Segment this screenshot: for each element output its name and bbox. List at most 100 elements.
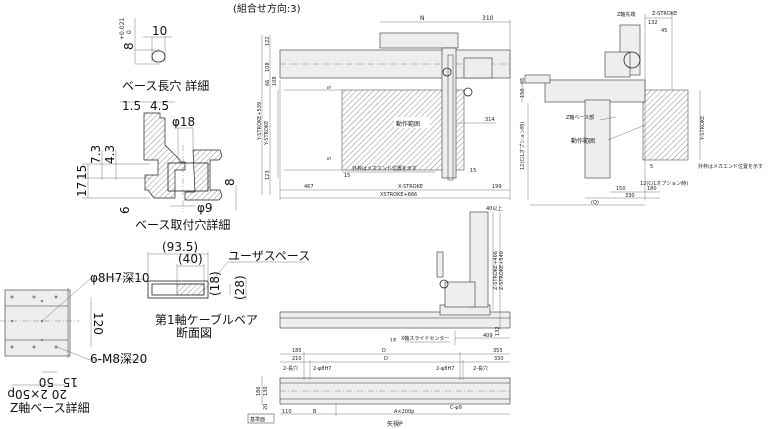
side-view: Z軸先端 Z-STROKE 132 45 65 150 12(C/Lオプション時… bbox=[520, 11, 763, 206]
z-stroke-540: Z-STROKE+540 bbox=[499, 251, 505, 290]
dim-15a: 15 bbox=[344, 173, 350, 179]
dim-66: 66 bbox=[265, 80, 271, 86]
dim-93-5: (93.5) bbox=[162, 240, 198, 254]
dim-5-side: 5 bbox=[650, 164, 653, 170]
dim-D1: D bbox=[382, 348, 386, 354]
dim-B: B bbox=[313, 409, 317, 415]
dim-4-5: 4.5 bbox=[150, 99, 169, 113]
dim-199: 199 bbox=[492, 184, 502, 190]
slide-center-label: X軸スライドセンター bbox=[401, 335, 449, 342]
dim-185: 185 bbox=[292, 348, 302, 354]
datum-label: 基準面 bbox=[250, 416, 265, 423]
user-space-area bbox=[176, 283, 205, 296]
tap-hole-label: 6-M8深20 bbox=[90, 352, 147, 366]
side-motion-range-area bbox=[642, 89, 689, 161]
dim-123: 123 bbox=[265, 170, 271, 180]
pin-hole-label: φ8H7深10 bbox=[90, 271, 149, 285]
dim-1-5: 1.5 bbox=[122, 99, 141, 113]
drawing-title: (組合せ方向:3) bbox=[233, 2, 301, 15]
side-motion-range-label: 動作範囲 bbox=[571, 137, 595, 145]
dim-330: 330 bbox=[494, 356, 504, 362]
z-stroke-466: Z-STROKE+466 bbox=[493, 251, 499, 290]
side-y-stroke: Y-STROKE bbox=[700, 116, 706, 141]
z-base-detail-title: Z軸ベース詳細 bbox=[10, 400, 90, 415]
dim-310: 310 bbox=[482, 15, 494, 22]
cl-option-horizontal: 12(C/Lオプション時) bbox=[640, 181, 688, 187]
top-view: N 310 122 108 66 108 123 Y-STROKE+539 Y-… bbox=[257, 15, 511, 200]
dim-40-min: 40以上 bbox=[486, 205, 502, 212]
dim-phi18: φ18 bbox=[172, 115, 195, 129]
dim-8-b: 8 bbox=[223, 178, 237, 186]
x-stroke: X-STROKE bbox=[398, 184, 423, 190]
slot-hole-shape bbox=[151, 50, 166, 63]
dim-8: 8 bbox=[122, 42, 136, 50]
dim-N: N bbox=[420, 15, 425, 22]
dim-4-3: 4.3 bbox=[103, 145, 117, 164]
cable-bear-subtitle: 断面図 bbox=[176, 325, 212, 340]
dim-120: 120 bbox=[91, 312, 105, 335]
slot-right-label: 2-長穴 bbox=[473, 365, 488, 372]
dim-355: 355 bbox=[493, 348, 503, 354]
dim-132-side: 132 bbox=[648, 20, 658, 26]
dim-150b: 150 bbox=[616, 186, 626, 192]
pin-left-label: 2-φ8H7 bbox=[313, 366, 331, 372]
dim-18: (18) bbox=[208, 271, 222, 296]
dim-122: 122 bbox=[265, 36, 271, 46]
dim-132-front: 132 bbox=[495, 326, 501, 336]
dim-110: 110 bbox=[282, 409, 292, 415]
dim-Q: (Q) bbox=[591, 200, 599, 206]
side-outer-frame-note: 外枠はメカエンド位置を示す bbox=[698, 163, 763, 170]
cable-bear-title: 第1軸ケーブルベア bbox=[155, 312, 258, 327]
dim-180: 180 bbox=[647, 186, 657, 192]
base-mount-detail-title: ベース取付穴詳細 bbox=[135, 217, 230, 232]
dim-108a: 108 bbox=[265, 62, 271, 72]
dim-5b: 5 bbox=[327, 157, 333, 160]
z-tip-label: Z軸先端 bbox=[617, 11, 635, 18]
dim-108b: 108 bbox=[272, 76, 278, 86]
dim-467: 467 bbox=[304, 184, 314, 190]
dim-28: (28) bbox=[233, 275, 247, 300]
y-stroke: Y-STROKE bbox=[264, 121, 270, 146]
dim-150: 150 bbox=[520, 88, 526, 98]
dim-17: 17 bbox=[75, 182, 89, 197]
dim-phi9: φ9 bbox=[197, 201, 213, 215]
outer-frame-note: 外枠はメカエンド位置を示す bbox=[352, 165, 417, 172]
dim-tolerance-lower: 0 bbox=[126, 30, 133, 34]
dim-20: 20 bbox=[263, 404, 269, 410]
dim-tolerance-upper: +0.021 bbox=[119, 18, 126, 40]
user-space-label: ユーザスペース bbox=[228, 249, 310, 263]
dim-15b: 15 bbox=[470, 168, 476, 174]
dim-186: 186 bbox=[256, 386, 262, 396]
y-stroke-539: Y-STROKE+539 bbox=[257, 102, 263, 141]
front-view: 40以上 Z-STROKE+466 Z-STROKE+540 132 409 ↑… bbox=[279, 205, 511, 345]
dim-314: 314 bbox=[485, 117, 495, 123]
dim-7-3: 7.3 bbox=[89, 145, 103, 164]
dim-130: 130 bbox=[263, 386, 269, 396]
slot-left-label: 2-長穴 bbox=[283, 365, 298, 372]
base-slot-detail-title: ベース長穴 詳細 bbox=[122, 78, 209, 93]
z-base-part-label: Z軸ベース部 bbox=[566, 114, 594, 121]
pin-right-label: 2-φ8H7 bbox=[436, 366, 454, 372]
z-base-detail: φ8H7深10 6-M8深20 120 50 15 20 2×50p Z軸ベース… bbox=[0, 271, 149, 415]
dim-C: C-φ9 bbox=[450, 405, 462, 411]
bottom-view: 185 210 D D 355 330 2-長穴 2-φ8H7 2-φ8H7 2… bbox=[247, 348, 511, 428]
z-stroke: Z-STROKE bbox=[652, 11, 677, 17]
dim-6: 6 bbox=[118, 206, 132, 214]
cable-bear-section: (93.5) (40) ユーザスペース (18) (28) 第1軸ケーブルベア … bbox=[147, 240, 310, 340]
arrow-p: ↑P bbox=[389, 338, 396, 344]
base-mount-detail: 1.5 4.5 φ18 7.3 4.3 17 15 8 6 φ9 ベース取付穴詳… bbox=[75, 99, 237, 232]
view-p-label: 矢視P bbox=[387, 420, 403, 428]
dim-45: 45 bbox=[661, 28, 667, 34]
dim-40: (40) bbox=[178, 252, 203, 266]
dim-15: 15 bbox=[75, 165, 89, 180]
dim-65: 65 bbox=[520, 78, 526, 84]
dim-210: 210 bbox=[292, 356, 302, 362]
x-stroke-666: XSTROKE+666 bbox=[380, 192, 417, 198]
dim-pitch: 20 2×50p bbox=[7, 387, 67, 401]
dim-10: 10 bbox=[152, 24, 167, 38]
motion-range-label: 動作範囲 bbox=[396, 120, 420, 128]
dim-409: 409 bbox=[483, 333, 493, 339]
cl-option-vertical: 12(C/Lオプション時) bbox=[520, 122, 526, 170]
dim-D2: D bbox=[384, 356, 388, 362]
